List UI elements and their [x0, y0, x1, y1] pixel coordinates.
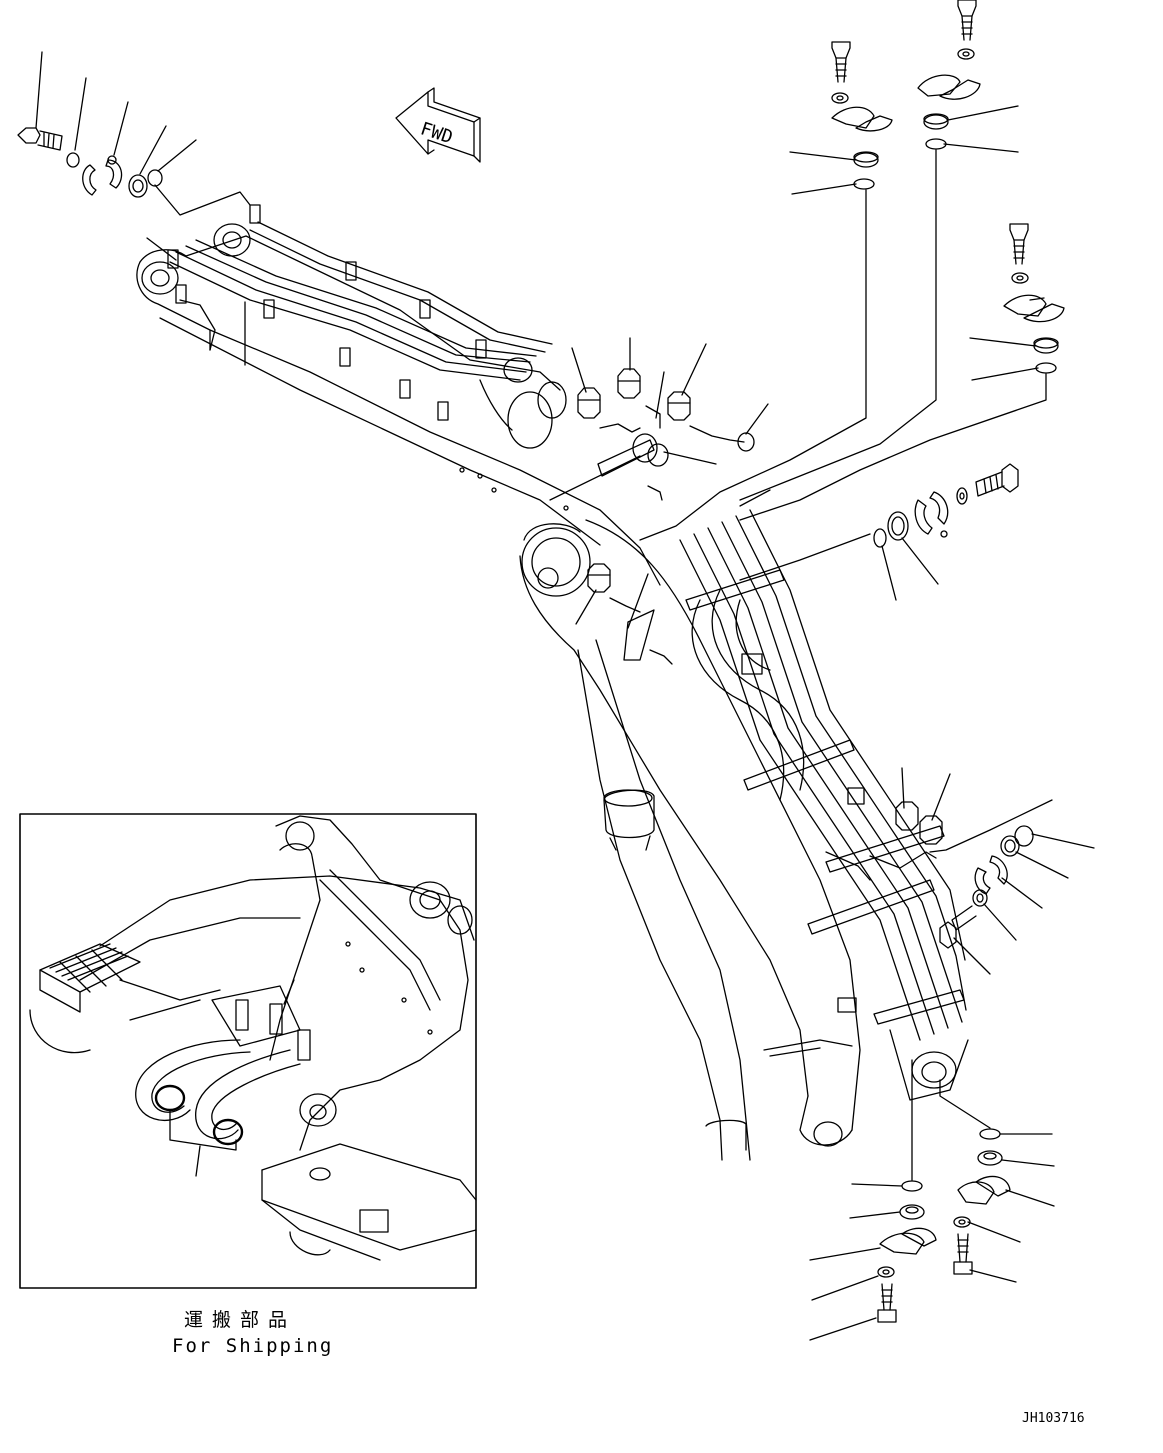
split-flange-half [82, 164, 97, 196]
hex-plug [587, 563, 611, 593]
hex-plug [919, 815, 943, 845]
inset-frame [19, 813, 477, 1289]
document-id: JH103716 [1022, 1411, 1085, 1426]
o-ring [147, 169, 163, 187]
flange-stack-f [953, 1128, 1011, 1275]
inset-caption-english: For Shipping [172, 1335, 333, 1357]
tube-clamps [167, 204, 487, 421]
flange-stack-e [877, 1180, 937, 1323]
hex-plug [577, 387, 601, 419]
fwd-direction-arrow: FWD [395, 87, 481, 163]
top-left-fitting-group [17, 51, 251, 261]
hex-plug [895, 801, 919, 831]
boom-arm [136, 204, 661, 586]
flange-stack-a [831, 41, 893, 190]
flange-stack-c [1003, 223, 1065, 374]
inset-caption-japanese: 運搬部品 [184, 1309, 296, 1331]
flange-collar [128, 174, 148, 198]
boom-lower-section [519, 509, 969, 1161]
hex-plug [667, 391, 691, 421]
hose-clamps [685, 569, 965, 1025]
split-flange-half [105, 159, 123, 189]
flange-stack-b [917, 0, 981, 150]
lock-washer [66, 152, 80, 168]
step-grid [49, 943, 129, 993]
shipping-inset [19, 813, 477, 1289]
flange-stack-g [939, 825, 1034, 949]
leader-lines [35, 51, 251, 261]
leader-lines [639, 105, 1095, 1341]
flange-stack-d [873, 463, 1019, 548]
junction-fittings [549, 337, 771, 665]
flange-bolt [17, 127, 63, 151]
hex-plug [617, 368, 641, 399]
leader-lines [549, 337, 771, 629]
